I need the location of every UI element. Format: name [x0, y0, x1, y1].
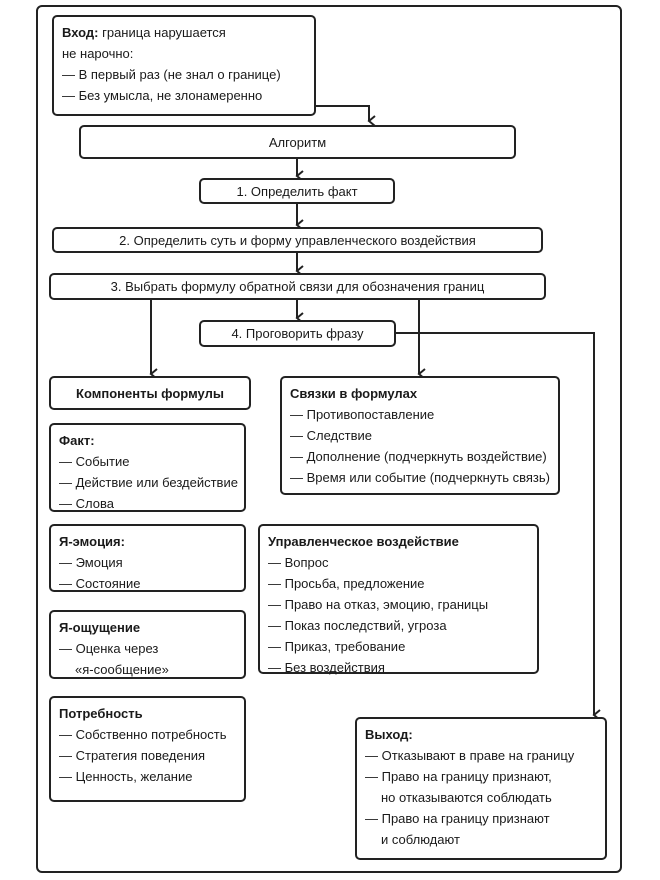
links-title: Связки в формулах — [290, 386, 418, 401]
diagram-frame — [36, 5, 622, 873]
need-item: — Собственно потребность — [59, 727, 227, 742]
emotion-box: Я-эмоция: — Эмоция — Состояние — [49, 524, 246, 592]
sensation-title: Я-ощущение — [59, 620, 141, 635]
emotion-title: Я-эмоция: — [59, 534, 125, 549]
links-item: — Следствие — [290, 428, 372, 443]
impact-item: — Показ последствий, угроза — [268, 618, 447, 633]
links-item: — Противопоставление — [290, 407, 435, 422]
impact-item: — Приказ, требование — [268, 639, 406, 654]
components-box: Компоненты формулы — [49, 376, 251, 410]
need-box: Потребность — Собственно потребность — С… — [49, 696, 246, 802]
step-2-box: 2. Определить суть и форму управленческо… — [52, 227, 543, 253]
step-4-box: 4. Проговорить фразу — [199, 320, 396, 347]
links-item: — Дополнение (подчеркнуть воздействие) — [290, 449, 547, 464]
need-item: — Стратегия поведения — [59, 748, 206, 763]
arrow-step4-to-output — [396, 332, 601, 721]
impact-box: Управленческое воздействие — Вопрос — Пр… — [258, 524, 539, 675]
links-item: — Время или событие (подчеркнуть связь) — [290, 470, 550, 485]
step-1-box: 1. Определить факт — [199, 178, 395, 204]
input-line: — В первый раз (не знал о границе) — [62, 67, 281, 82]
sensation-item: «я-сообщение» — [75, 662, 169, 677]
need-item: — Ценность, желание — [59, 769, 193, 784]
output-item: — Отказывают в праве на границу — [365, 748, 575, 763]
arrow-input-to-algorithm — [316, 105, 376, 127]
input-title: Вход: — [62, 25, 99, 40]
fact-item: — Действие или бездействие — [59, 475, 238, 490]
fact-item: — Слова — [59, 496, 114, 511]
fact-item: — Событие — [59, 454, 130, 469]
step-2-label: 2. Определить суть и форму управленческо… — [119, 232, 476, 248]
fact-box: Факт: — Событие — Действие или бездейств… — [49, 423, 246, 512]
emotion-item: — Состояние — [59, 576, 141, 591]
algorithm-label: Алгоритм — [268, 134, 327, 150]
need-title: Потребность — [59, 706, 143, 721]
impact-item: — Просьба, предложение — [268, 576, 425, 591]
impact-item: — Право на отказ, эмоцию, границы — [268, 597, 489, 612]
emotion-item: — Эмоция — [59, 555, 123, 570]
components-title: Компоненты формулы — [76, 385, 224, 401]
impact-title: Управленческое воздействие — [268, 534, 459, 549]
impact-item: — Без воздействия — [268, 660, 385, 675]
input-line: не нарочно: — [62, 46, 134, 61]
links-box: Связки в формулах — Противопоставление —… — [280, 376, 560, 495]
output-item: — Право на границу признают, — [365, 769, 552, 784]
impact-item: — Вопрос — [268, 555, 329, 570]
algorithm-box: Алгоритм — [79, 125, 516, 159]
input-title-rest: граница нарушается — [102, 25, 226, 40]
input-box: Вход: граница нарушается не нарочно: — В… — [52, 15, 316, 116]
step-3-box: 3. Выбрать формулу обратной связи для об… — [49, 273, 546, 300]
output-title: Выход: — [365, 727, 413, 742]
fact-title: Факт: — [59, 433, 95, 448]
output-item: и соблюдают — [381, 832, 460, 847]
step-4-label: 4. Проговорить фразу — [231, 326, 364, 341]
output-item: — Право на границу признают — [365, 811, 550, 826]
step-3-label: 3. Выбрать формулу обратной связи для об… — [110, 279, 485, 294]
input-line: — Без умысла, не злонамеренно — [62, 88, 263, 103]
output-box: Выход: — Отказывают в праве на границу —… — [355, 717, 607, 860]
step-1-label: 1. Определить факт — [236, 183, 358, 199]
sensation-item: — Оценка через — [59, 641, 159, 656]
sensation-box: Я-ощущение — Оценка через «я-сообщение» — [49, 610, 246, 679]
output-item: но отказываются соблюдать — [381, 790, 552, 805]
